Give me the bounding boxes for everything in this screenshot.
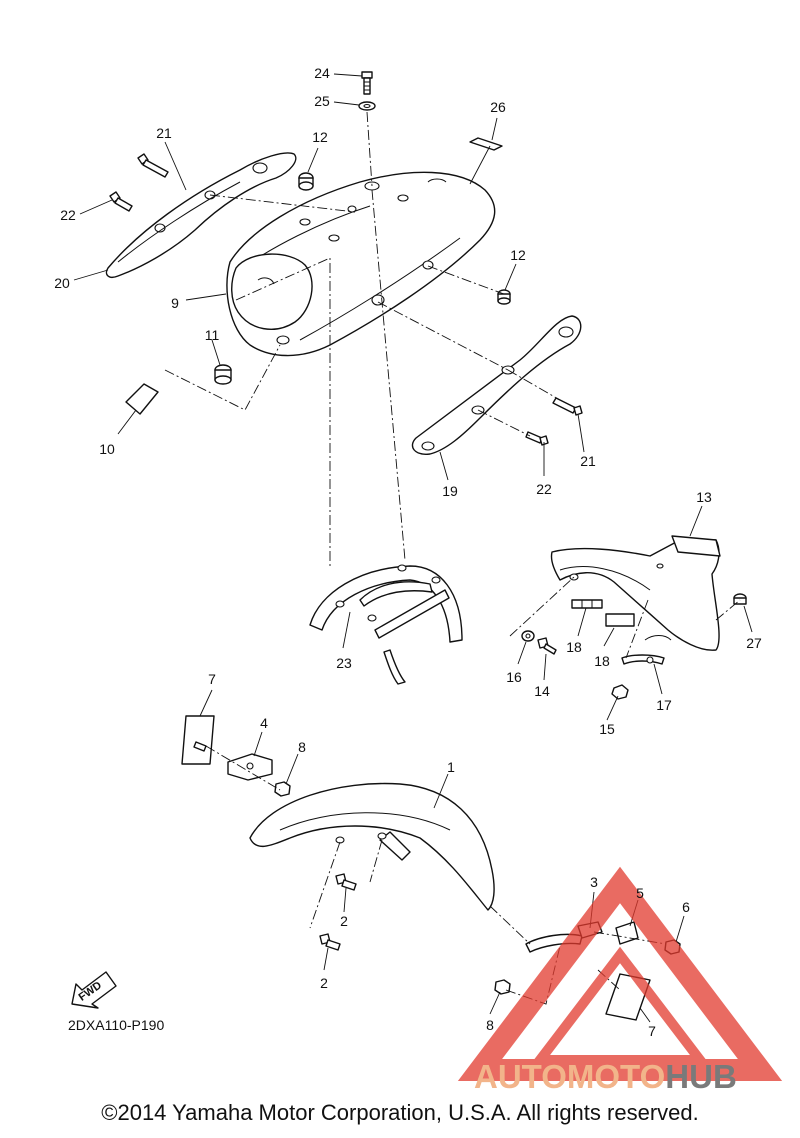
callout-labels: 1 2 2 3 4 5 6 7 7 8 8 9 10 11 12 12 13 1… — [54, 65, 762, 1039]
callout-label: 8 — [298, 739, 306, 755]
callout-label: 20 — [54, 275, 70, 291]
clamp-17 — [621, 654, 665, 665]
copyright-notice: ©2014 Yamaha Motor Corporation, U.S.A. A… — [101, 1100, 699, 1125]
callout-label: 26 — [490, 99, 506, 115]
callout-label: 3 — [590, 874, 598, 890]
bolt-21-right — [552, 397, 583, 416]
bracket-5 — [615, 921, 639, 945]
drawing-code: 2DXA110-P190 — [68, 1017, 164, 1033]
bolt-24 — [361, 71, 373, 95]
callout-label: 16 — [506, 669, 522, 685]
inner-fender-13 — [550, 535, 721, 651]
callout-label: 19 — [442, 483, 458, 499]
leader-lines — [73, 73, 753, 1023]
rear-fender-part-9 — [226, 171, 496, 357]
callout-label: 4 — [260, 715, 268, 731]
grab-bar-20 — [105, 152, 297, 278]
bolt-14 — [537, 637, 557, 655]
callout-label: 24 — [314, 65, 330, 81]
assembly-lines — [164, 111, 741, 1005]
callout-label: 21 — [156, 125, 172, 141]
grommet-11 — [214, 364, 232, 385]
bolt-22-right — [525, 431, 549, 446]
callout-label: 23 — [336, 655, 352, 671]
watermark-logo — [457, 866, 783, 1081]
bolt-7-screw — [193, 741, 207, 752]
damper-18a — [571, 599, 603, 609]
nut-15 — [611, 684, 629, 700]
bracket-4 — [227, 753, 273, 781]
callout-label: 2 — [320, 975, 328, 991]
bolt-21-left — [137, 153, 169, 178]
grommet-12-top — [298, 172, 314, 191]
collar-16 — [521, 630, 535, 642]
grommet-12-side — [497, 289, 511, 305]
bolt-2-lower — [319, 933, 341, 951]
reflector-10 — [125, 383, 159, 415]
callout-label: 15 — [599, 721, 615, 737]
callout-label: 8 — [486, 1017, 494, 1033]
damper-18b — [605, 613, 635, 627]
callout-label: 12 — [312, 129, 328, 145]
callout-label: 12 — [510, 247, 526, 263]
cap-27 — [733, 593, 747, 605]
callout-label: 18 — [566, 639, 582, 655]
callout-label: 22 — [60, 207, 76, 223]
callout-label: 5 — [636, 885, 644, 901]
callout-label: 25 — [314, 93, 330, 109]
watermark-text-hub: HUB — [665, 1058, 737, 1095]
watermark-text: AUTOMOTOHUB — [474, 1058, 737, 1095]
callout-label: 18 — [594, 653, 610, 669]
grab-bar-19 — [411, 315, 582, 455]
nut-8-bottom — [494, 979, 511, 995]
callout-label: 10 — [99, 441, 115, 457]
callout-label: 13 — [696, 489, 712, 505]
callout-label: 2 — [340, 913, 348, 929]
callout-label: 9 — [171, 295, 179, 311]
nut-8-top — [274, 781, 291, 797]
callout-label: 17 — [656, 697, 672, 713]
callout-label: 14 — [534, 683, 550, 699]
fwd-arrow: FWD — [71, 971, 117, 1009]
washer-25 — [358, 101, 376, 111]
stay-23 — [309, 564, 463, 685]
bolt-2-upper — [335, 873, 357, 891]
front-fender-1 — [249, 782, 495, 911]
callout-label: 6 — [682, 899, 690, 915]
callout-label: 22 — [536, 481, 552, 497]
callout-label: 1 — [447, 759, 455, 775]
watermark-text-automoto: AUTOMOTO — [474, 1058, 665, 1095]
callout-label: 21 — [580, 453, 596, 469]
callout-label: 27 — [746, 635, 762, 651]
callout-label: 7 — [648, 1023, 656, 1039]
callout-label: 11 — [205, 327, 220, 343]
reflector-7-top — [181, 715, 215, 765]
callout-label: 7 — [208, 671, 216, 687]
label-26 — [469, 137, 503, 151]
bolt-22-left — [109, 191, 133, 212]
